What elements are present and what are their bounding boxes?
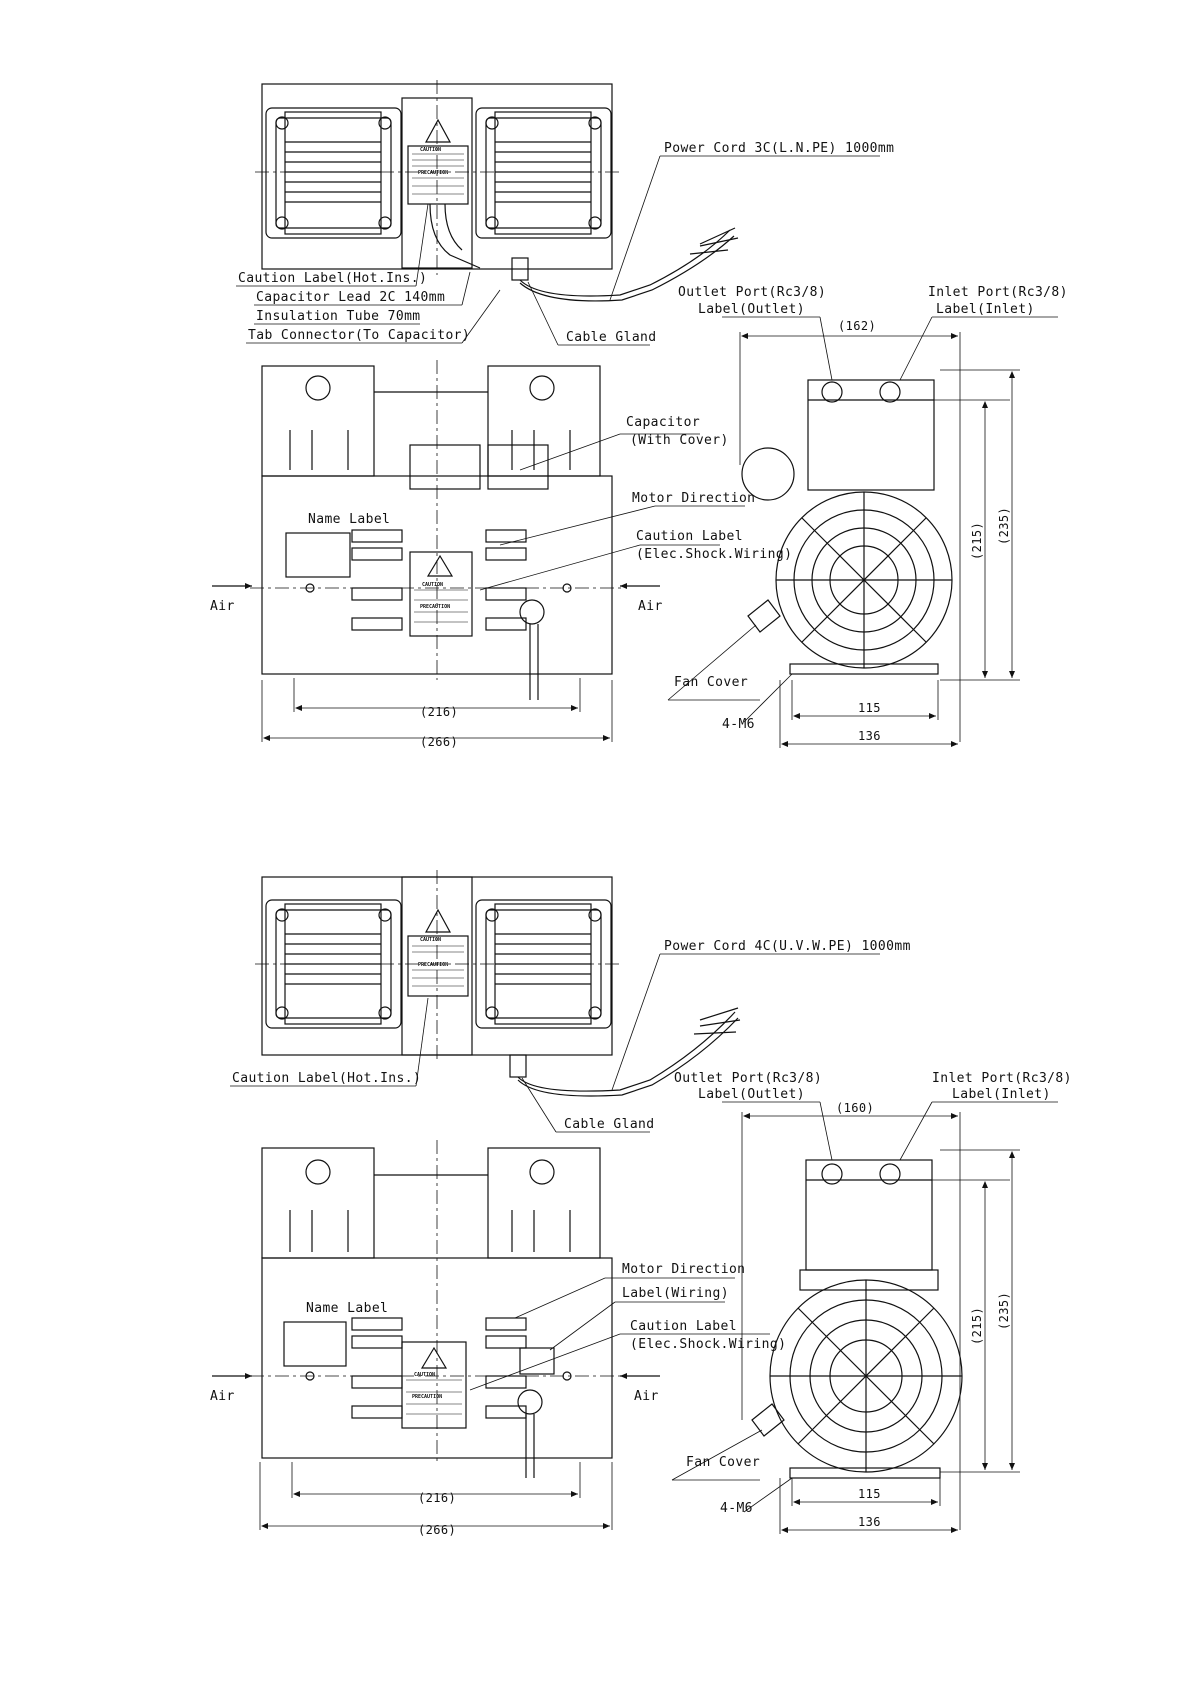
dim-235: (235) (997, 1292, 1011, 1330)
sticker-caution-title: CAUTION (414, 1372, 435, 1378)
sticker-precaution-title: PRECAUTION (412, 1394, 442, 1400)
label-cable-gland: Cable Gland (566, 330, 657, 345)
label-caution-elec: Caution Label (630, 1319, 737, 1334)
dim-136: 136 (858, 1515, 881, 1529)
dim-136: 136 (858, 729, 881, 743)
label-caution-hot: Caution Label(Hot.Ins.) (232, 1071, 421, 1086)
leaders-top (230, 155, 880, 1513)
label-name-label: Name Label (308, 512, 390, 527)
label-cable-gland: Cable Gland (564, 1117, 655, 1132)
label-capacitor-lead: Capacitor Lead 2C 140mm (256, 290, 445, 305)
label-power-cord: Power Cord 4C(U.V.W.PE) 1000mm (664, 939, 911, 954)
sticker-precaution-title: PRECAUTION (418, 962, 448, 968)
top-view-1 (255, 80, 739, 302)
dim-266: (266) (420, 735, 458, 749)
label-motor-direction: Motor Direction (632, 491, 755, 506)
label-tab-connector: Tab Connector(To Capacitor) (248, 328, 470, 343)
label-capacitor-cover: (With Cover) (630, 433, 729, 448)
label-power-cord: Power Cord 3C(L.N.PE) 1000mm (664, 141, 894, 156)
dim-216: (216) (418, 1491, 456, 1505)
label-mount: 4-M6 (722, 717, 755, 732)
label-insulation-tube: Insulation Tube 70mm (256, 309, 421, 324)
label-caution-hot: Caution Label(Hot.Ins.) (238, 271, 427, 286)
sticker-precaution-title: PRECAUTION (418, 170, 448, 176)
label-inlet: Label(Inlet) (936, 302, 1035, 317)
label-air-left: Air (210, 1389, 235, 1404)
label-fan-cover: Fan Cover (674, 675, 748, 690)
dim-width: (162) (838, 319, 876, 333)
label-outlet: Label(Outlet) (698, 1087, 805, 1102)
label-air-right: Air (638, 599, 663, 614)
sticker-caution-title: CAUTION (420, 147, 441, 153)
dim-216: (216) (420, 705, 458, 719)
label-outlet-port: Outlet Port(Rc3/8) (674, 1071, 822, 1086)
sticker-caution-title: CAUTION (420, 937, 441, 943)
label-outlet: Label(Outlet) (698, 302, 805, 317)
label-air-left: Air (210, 599, 235, 614)
labels-drawing-2: Power Cord 4C(U.V.W.PE) 1000mm Caution L… (210, 937, 1072, 1537)
label-inlet: Label(Inlet) (952, 1087, 1051, 1102)
label-caution-elec-sub: (Elec.Shock.Wiring) (630, 1337, 786, 1352)
labels-drawing-1: Power Cord 3C(L.N.PE) 1000mm Caution Lab… (210, 141, 1068, 749)
front-view-2 (212, 1140, 770, 1530)
label-fan-cover: Fan Cover (686, 1455, 760, 1470)
top-view-2 (255, 870, 741, 1097)
label-capacitor: Capacitor (626, 415, 700, 430)
dim-width: (160) (836, 1101, 874, 1115)
label-outlet-port: Outlet Port(Rc3/8) (678, 285, 826, 300)
dim-115: 115 (858, 701, 881, 715)
dim-215: (215) (970, 522, 984, 560)
side-view-1 (722, 316, 1058, 748)
sticker-precaution-title: PRECAUTION (420, 604, 450, 610)
sticker-caution-title: CAUTION (422, 582, 443, 588)
label-name-label: Name Label (306, 1301, 388, 1316)
label-mount: 4-M6 (720, 1501, 753, 1516)
front-view-1 (212, 360, 745, 742)
label-motor-direction: Motor Direction (622, 1262, 745, 1277)
dim-215: (215) (970, 1307, 984, 1345)
side-view-2 (722, 1101, 1058, 1534)
label-wiring: Label(Wiring) (622, 1286, 729, 1301)
dim-266: (266) (418, 1523, 456, 1537)
label-caution-elec-sub: (Elec.Shock.Wiring) (636, 547, 792, 562)
label-caution-elec: Caution Label (636, 529, 743, 544)
dim-115: 115 (858, 1487, 881, 1501)
label-inlet-port: Inlet Port(Rc3/8) (932, 1071, 1072, 1086)
label-inlet-port: Inlet Port(Rc3/8) (928, 285, 1068, 300)
dim-235: (235) (997, 507, 1011, 545)
label-air-right: Air (634, 1389, 659, 1404)
